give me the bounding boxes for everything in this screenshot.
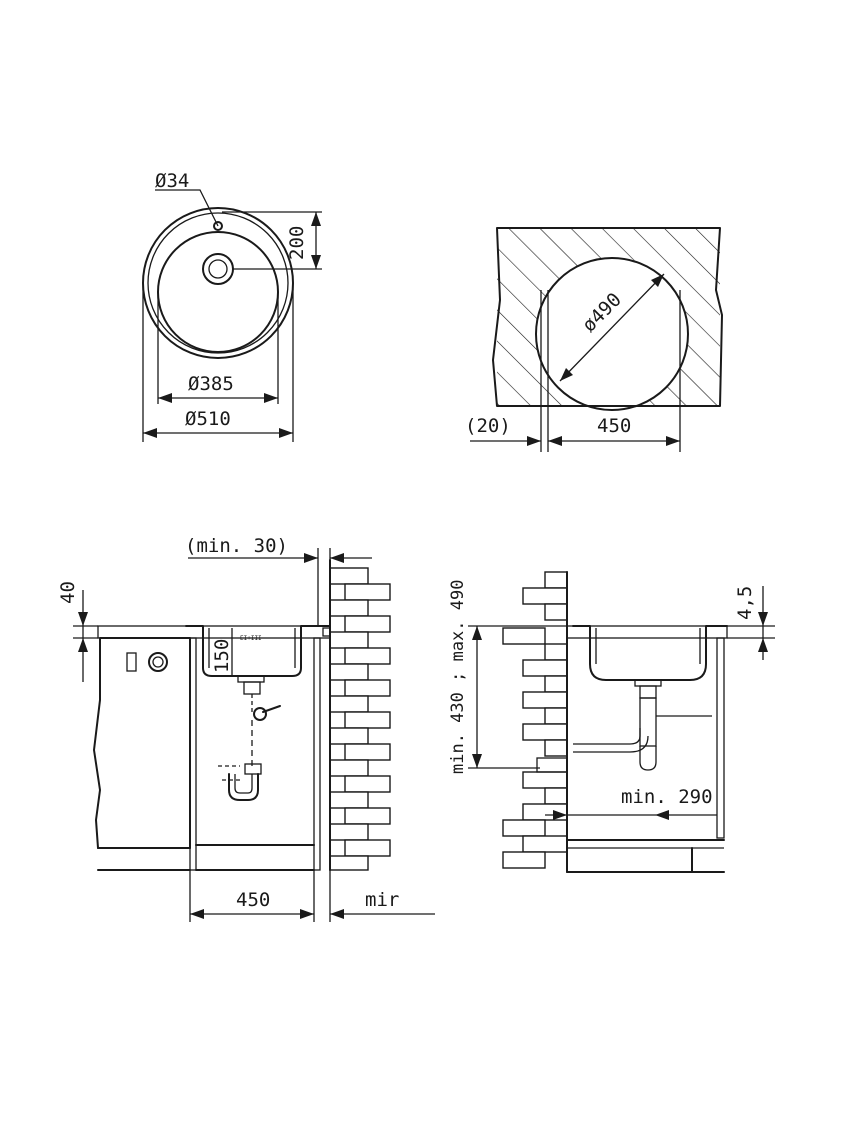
rim-dim-label: 4,5: [734, 586, 756, 620]
section-left: 150 EI+III: [57, 535, 435, 922]
cabinet-side-right: [313, 637, 321, 871]
depth-dim-label: 200: [286, 226, 308, 260]
width-dim-label: 450: [597, 415, 631, 437]
clearance-dim-label: min. 290: [621, 786, 713, 808]
wall-gap-dim-label: (min. 30): [185, 535, 288, 557]
section-right: 4,5 min. 430 ; max. 490 min. 290: [448, 571, 775, 873]
sink-bowl: [157, 231, 279, 353]
trap-bend: [228, 773, 259, 801]
cutout-view: ø490 (20) 450: [465, 227, 723, 452]
worktop-dim-label: 40: [57, 581, 79, 604]
tiny-mark-label: EI+III: [240, 635, 262, 642]
drain-outer: [202, 253, 234, 285]
cabinet-side: [716, 637, 725, 839]
outer-dim-label: Ø510: [185, 408, 231, 430]
cutout-circle: [535, 257, 689, 411]
overflow-valve: [253, 707, 267, 721]
worktop-hatching: [497, 228, 720, 406]
outlet-pipe: [573, 728, 641, 745]
appliance-knob: [148, 652, 168, 672]
worktop-outline: [492, 227, 723, 407]
bowl-dim-label: Ø385: [188, 373, 234, 395]
bowl-depth-label: 150: [211, 639, 233, 673]
appliance-switch: [126, 652, 137, 672]
waste-pipe: [639, 697, 657, 747]
tap-hole: [213, 221, 223, 231]
tap-hole-dim-label: Ø34: [155, 170, 189, 192]
appliance-cabinet: [93, 637, 191, 849]
mirror-note-label: mir: [365, 889, 399, 911]
cut-dim-line: [559, 273, 665, 382]
drain-inner: [208, 259, 228, 279]
sink-bowl-section: [185, 625, 331, 677]
cabinet-side-left: [189, 637, 197, 871]
brick-wall-right: [502, 571, 568, 873]
sink-top-view: Ø34 200 Ø385 Ø510: [142, 170, 322, 442]
cut-dim-label: ø490: [578, 289, 626, 337]
brick-wall-left: [329, 559, 391, 871]
worktop-section-right: [566, 625, 728, 639]
offset-dim-label: (20): [465, 415, 511, 437]
tap-hole-leader: [155, 189, 219, 227]
height-dim-label: min. 430 ; max. 490: [448, 580, 468, 774]
cabinet-dim-label: 450: [236, 889, 270, 911]
